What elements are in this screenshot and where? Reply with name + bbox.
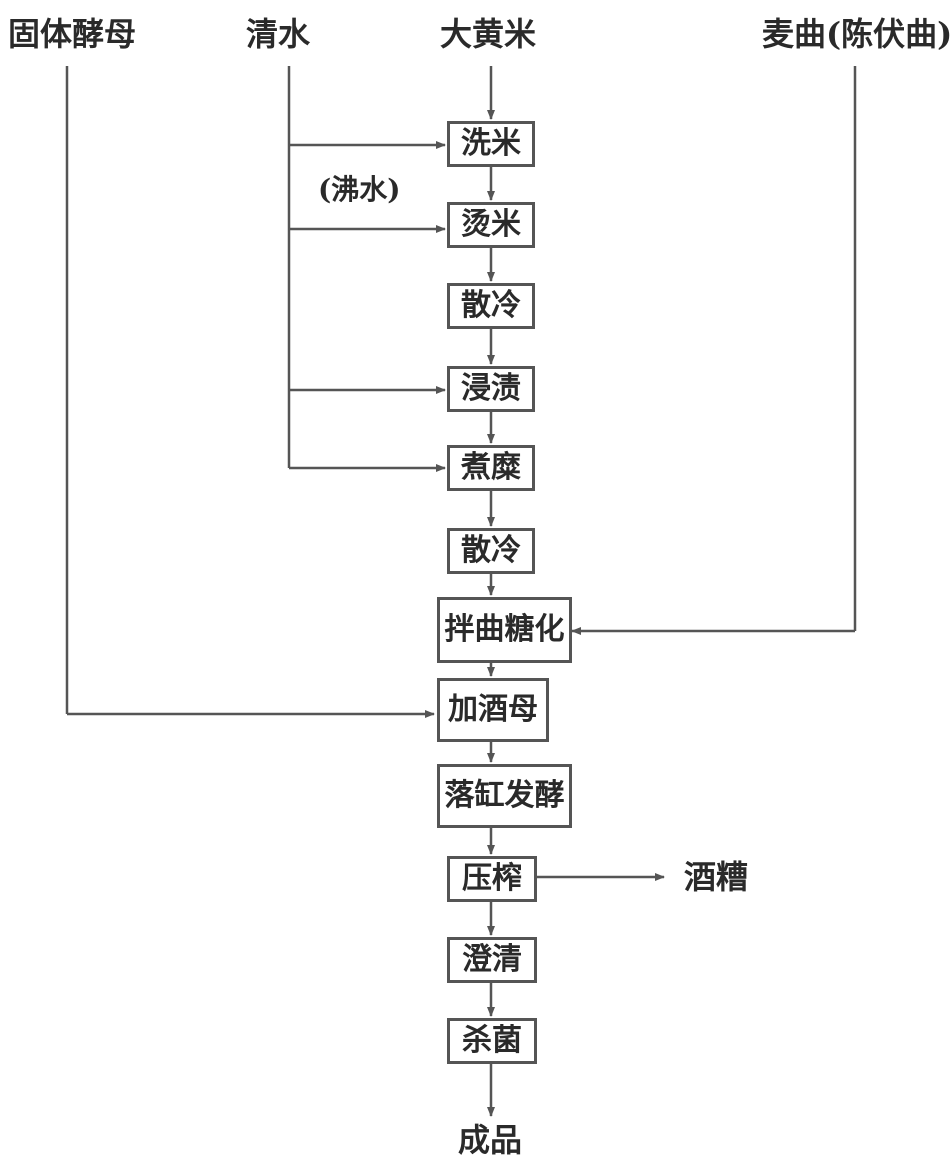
step-cool-first: 散冷 bbox=[447, 283, 535, 329]
step-add-yeast: 加酒母 bbox=[437, 678, 549, 742]
step-soak: 浸渍 bbox=[447, 366, 535, 412]
step-press: 压榨 bbox=[447, 856, 537, 902]
final-product-label: 成品 bbox=[458, 1121, 523, 1159]
step-clarify: 澄清 bbox=[447, 937, 537, 983]
step-cool-second: 散冷 bbox=[447, 528, 535, 574]
input-water-label: 清水 bbox=[246, 15, 311, 53]
step-sterilize: 杀菌 bbox=[447, 1018, 537, 1064]
boiling-water-note: (沸水) bbox=[318, 173, 401, 206]
step-vat-fermentation: 落缸发酵 bbox=[437, 764, 572, 828]
input-solid-yeast-label: 固体酵母 bbox=[8, 15, 137, 53]
input-qu-label: 麦曲(陈伏曲) bbox=[762, 15, 950, 53]
step-mix-qu-saccharify: 拌曲糖化 bbox=[437, 597, 572, 663]
input-rice-label: 大黄米 bbox=[440, 15, 537, 53]
step-boil-porridge: 煮糜 bbox=[447, 445, 535, 491]
step-scald-rice: 烫米 bbox=[447, 202, 535, 248]
step-wash-rice: 洗米 bbox=[447, 121, 535, 167]
byproduct-distillers-grains-label: 酒糟 bbox=[684, 858, 749, 896]
